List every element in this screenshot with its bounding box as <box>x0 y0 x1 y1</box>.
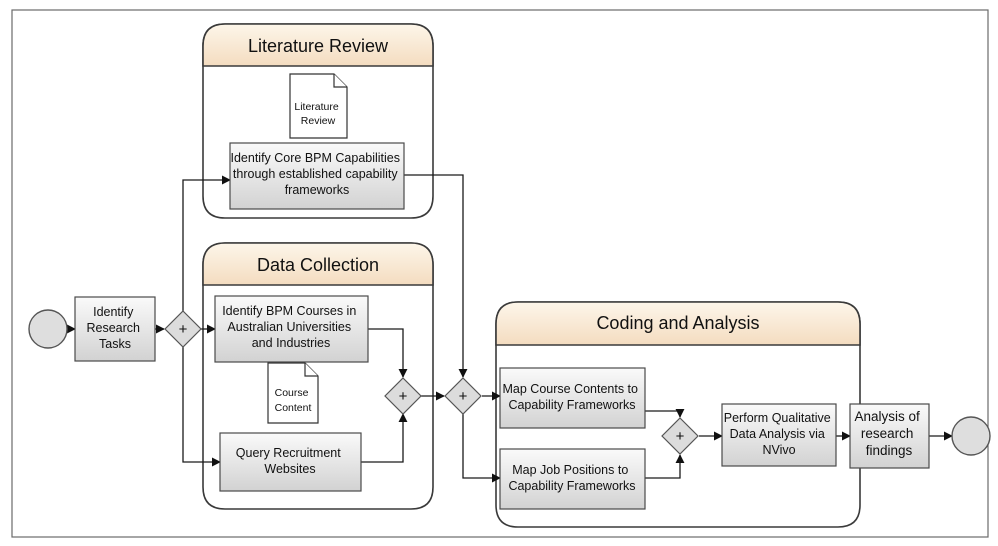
document-icon <box>289 73 348 139</box>
task-line: through established capability <box>233 167 398 181</box>
flow-map-courses-to-join <box>645 408 685 418</box>
task-line: Query Recruitment <box>236 446 341 460</box>
task-line: Map Course Contents to <box>503 382 639 396</box>
gateway-join-coding: + <box>661 417 699 455</box>
flow-split-to-literature <box>182 175 231 311</box>
task-label: Map Course Contents to Capability Framew… <box>503 382 642 412</box>
task-line: frameworks <box>285 183 350 197</box>
flow-split-to-recruitment <box>182 347 221 467</box>
task-line: and Industries <box>252 336 331 350</box>
flow-courses-to-join <box>368 328 408 378</box>
parallel-gateway-icon <box>384 377 422 415</box>
doc-line: Course <box>275 387 309 399</box>
gateway-symbol: + <box>179 321 188 338</box>
parallel-gateway-icon <box>164 310 202 348</box>
task-line: Capability Frameworks <box>508 398 635 412</box>
flow-map-jobs-to-join <box>645 454 685 479</box>
task-analysis-findings: Analysis of research findings <box>849 403 930 469</box>
task-line: NVivo <box>762 443 795 457</box>
task-line: Identify Core BPM Capabilities <box>230 151 400 165</box>
task-label: Analysis of research findings <box>854 409 923 458</box>
doc-line: Literature <box>294 101 339 113</box>
lane-title-coding: Coding and Analysis <box>596 313 759 333</box>
task-label: Perform Qualitative Data Analysis via NV… <box>724 411 834 457</box>
task-line: Data Analysis via <box>730 427 825 441</box>
task-label: Identify BPM Courses in Australian Unive… <box>222 304 360 350</box>
document-course-content: Course Content <box>267 362 319 424</box>
gateway-split: + <box>164 310 202 348</box>
task-line: Australian Universities <box>227 320 351 334</box>
task-perform-qualitative: Perform Qualitative Data Analysis via NV… <box>721 403 837 467</box>
gateway-merge: + <box>444 377 482 415</box>
task-map-job-positions: Map Job Positions to Capability Framewor… <box>499 448 646 510</box>
task-identify-research-tasks: Identify Research Tasks <box>74 296 156 362</box>
task-label: Identify Core BPM Capabilities through e… <box>230 151 403 197</box>
task-line: Analysis of <box>854 409 920 424</box>
parallel-gateway-icon <box>661 417 699 455</box>
flow-recruitment-to-join <box>361 413 408 463</box>
task-line: Research <box>87 321 141 335</box>
task-label: Query Recruitment Websites <box>236 446 344 476</box>
gateway-join-data: + <box>384 377 422 415</box>
gateway-symbol: + <box>459 388 468 405</box>
document-icon <box>267 362 319 424</box>
task-query-recruitment: Query Recruitment Websites <box>219 432 362 492</box>
document-literature-review: Literature Review <box>289 73 348 139</box>
doc-line: Review <box>301 115 336 127</box>
gateway-symbol: + <box>399 388 408 405</box>
task-label: Identify Research Tasks <box>87 305 144 351</box>
task-line: Map Job Positions to <box>512 463 628 477</box>
doc-line: Content <box>275 402 312 414</box>
document-literature-label: Literature Review <box>294 101 341 127</box>
task-line: Identify <box>93 305 134 319</box>
task-line: findings <box>866 443 913 458</box>
lane-title-literature: Literature Review <box>248 36 389 56</box>
gateway-symbol: + <box>676 428 685 445</box>
flow-literature-to-merge <box>404 174 468 378</box>
task-line: research <box>861 426 914 441</box>
task-identify-bpm-courses: Identify BPM Courses in Australian Unive… <box>214 295 369 363</box>
document-course-label: Course Content <box>275 387 312 414</box>
end-event-icon <box>951 416 991 456</box>
sequence-flows <box>66 174 953 483</box>
flow-merge-to-map-jobs <box>462 414 501 483</box>
lane-title-data-collection: Data Collection <box>257 255 379 275</box>
task-map-course-contents: Map Course Contents to Capability Framew… <box>499 367 646 429</box>
task-line: Identify BPM Courses in <box>222 304 356 318</box>
task-line: Tasks <box>99 337 131 351</box>
parallel-gateway-icon <box>444 377 482 415</box>
task-line: Websites <box>264 462 315 476</box>
task-line: Capability Frameworks <box>508 479 635 493</box>
task-identify-core-capabilities: Identify Core BPM Capabilities through e… <box>229 142 405 210</box>
task-line: Perform Qualitative <box>724 411 831 425</box>
start-event-icon <box>28 309 68 349</box>
task-label: Map Job Positions to Capability Framewor… <box>508 463 635 493</box>
